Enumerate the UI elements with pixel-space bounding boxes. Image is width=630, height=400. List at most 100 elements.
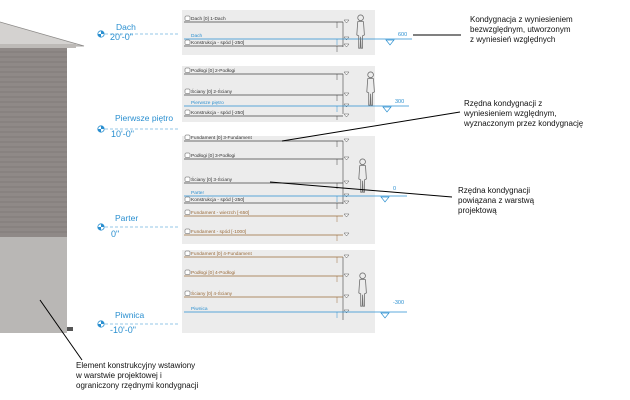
scale-figure-icon [356, 14, 365, 49]
level-marker-0[interactable]: Dach 20'-0" [97, 22, 180, 42]
elevation-triangle-icon [382, 106, 392, 113]
wall-marker [67, 327, 73, 331]
callout-line: ograniczony rzędnymi kondygnacji [76, 381, 199, 390]
roof-fascia [0, 44, 76, 48]
elevation-value: -300 [393, 300, 404, 306]
callout-line: Rzędna kondygnacji [458, 186, 530, 195]
panel-row[interactable]: Parter [184, 190, 350, 202]
layer-lock-icon [184, 269, 191, 275]
callout-line: projektową [458, 206, 497, 215]
row-end-marker [343, 92, 350, 97]
row-label: Konstrukcja - spód [-250] [191, 110, 244, 116]
callout-line: w warstwie projektowej i [75, 371, 162, 380]
row-end-marker [343, 180, 350, 185]
row-end-marker [343, 113, 350, 118]
callout-line: wyniesieniem względnym, [463, 109, 556, 118]
callout-line: Kondygnacja z wyniesieniem [470, 15, 573, 24]
callout-line: Element konstrukcyjny wstawiony [76, 361, 195, 370]
panel-row[interactable]: Fundament - spód [-1000] [184, 228, 350, 241]
row-end-marker [343, 232, 350, 237]
panel-row[interactable]: Ściany [0] 4-Ściany [184, 289, 350, 303]
row-label: Fundament - spód [-1000] [191, 229, 246, 235]
elevation-value: 300 [395, 99, 404, 105]
level-elevation: 10'-0" [111, 129, 134, 139]
layer-lock-icon [184, 176, 191, 182]
layer-lock-icon [184, 15, 191, 21]
row-label: Dach [191, 33, 203, 39]
panel-row[interactable]: Dach [184, 33, 350, 45]
layer-lock-icon [184, 196, 191, 202]
row-end-marker [343, 200, 350, 205]
callout-leader [281, 111, 461, 142]
row-label: Podłogi [0] 2-Podłogi [191, 68, 235, 74]
panel-background [182, 136, 375, 244]
row-label: Podłogi [0] 3-Podłogi [191, 153, 235, 159]
row-label: Dach [0] 1-Dach [191, 16, 226, 22]
panel-row[interactable]: Konstrukcja - spód [-250] [184, 196, 350, 209]
row-label: Fundament [0] 4-Fundament [191, 251, 252, 257]
callout-line: bezwzględnym, utworzonym [470, 25, 571, 34]
callout-leader [269, 181, 453, 198]
row-label: Parter [191, 190, 204, 196]
panel-row[interactable]: Fundament [0] 3-Fundament [184, 134, 350, 147]
elevation-value: 600 [398, 32, 407, 38]
layer-lock-icon [184, 152, 191, 158]
level-name: Pierwsze piętro [115, 113, 173, 123]
row-label: Konstrukcja - spód [-250] [191, 197, 244, 203]
callout-line: Rzędna kondygnacji z [464, 99, 542, 108]
row-end-marker [343, 193, 350, 198]
row-label: Piwnica [191, 306, 208, 312]
row-end-marker [343, 213, 350, 218]
row-end-marker [343, 156, 350, 161]
layer-lock-icon [184, 209, 191, 215]
scale-figure-icon [358, 158, 367, 193]
layer-lock-icon [184, 109, 191, 115]
panel-row[interactable]: Konstrukcja - spód [-250] [184, 39, 350, 52]
level-marker-3[interactable]: Piwnica -10'-0" [97, 310, 180, 335]
level-name: Parter [115, 213, 138, 223]
row-label: Konstrukcja - spód [-250] [191, 40, 244, 46]
panel-row[interactable]: Konstrukcja - spód [-250] [184, 109, 350, 120]
panel-row[interactable]: Dach [0] 1-Dach [184, 15, 350, 28]
layer-lock-icon [184, 67, 191, 73]
row-label: Ściany [0] 2-Ściany [191, 87, 233, 95]
callout-leader [39, 299, 83, 361]
roof [0, 21, 85, 47]
callout-line: z wyniesień względnych [470, 35, 555, 44]
callout-1: Rzędna kondygnacji z wyniesieniem względ… [281, 99, 584, 142]
row-label: Fundament - wierzch [-650] [191, 210, 249, 216]
panel-row[interactable]: Podłogi [0] 2-Podłogi [184, 67, 350, 80]
level-marker-1[interactable]: Pierwsze piętro 10'-0" [97, 113, 180, 139]
panel-row[interactable]: Piwnica [184, 306, 350, 318]
panel-row[interactable]: Ściany [0] 2-Ściany [184, 87, 350, 101]
level-marker-2[interactable]: Parter 0" [97, 213, 180, 239]
elevation-value: 0 [393, 186, 396, 192]
row-label: Fundament [0] 3-Fundament [191, 135, 252, 141]
callout-3: Element konstrukcyjny wstawiony w warstw… [39, 299, 199, 390]
building-elevation [0, 21, 85, 333]
panel-row[interactable]: Pierwsze piętro [184, 100, 350, 112]
level-elevation: -10'-0" [110, 325, 136, 335]
panel-row[interactable]: Podłogi [0] 4-Podłogi [184, 269, 350, 282]
row-end-marker [343, 43, 350, 48]
callout-line: wyznaczonym przez kondygnację [463, 119, 584, 128]
level-elevation: 20'-0" [110, 32, 133, 42]
concrete-foundation-wall [0, 237, 67, 333]
panel-row[interactable]: Podłogi [0] 3-Podłogi [184, 152, 350, 165]
row-end-marker [343, 254, 350, 259]
callout-0: Kondygnacja z wyniesieniem bezwzględnym,… [413, 15, 573, 44]
layer-lock-icon [184, 290, 191, 296]
row-label: Podłogi [0] 4-Podłogi [191, 270, 235, 276]
row-end-marker [343, 273, 350, 278]
row-end-marker [343, 19, 350, 24]
panel-row[interactable]: Fundament - wierzch [-650] [184, 209, 350, 222]
layer-lock-icon [184, 39, 191, 45]
panel-row[interactable]: Fundament [0] 4-Fundament [184, 250, 350, 263]
row-end-marker [343, 309, 350, 314]
row-label: Ściany [0] 3-Ściany [191, 175, 233, 183]
layer-lock-icon [184, 228, 191, 234]
callout-2: Rzędna kondygnacji powiązana z warstwą p… [269, 181, 535, 215]
